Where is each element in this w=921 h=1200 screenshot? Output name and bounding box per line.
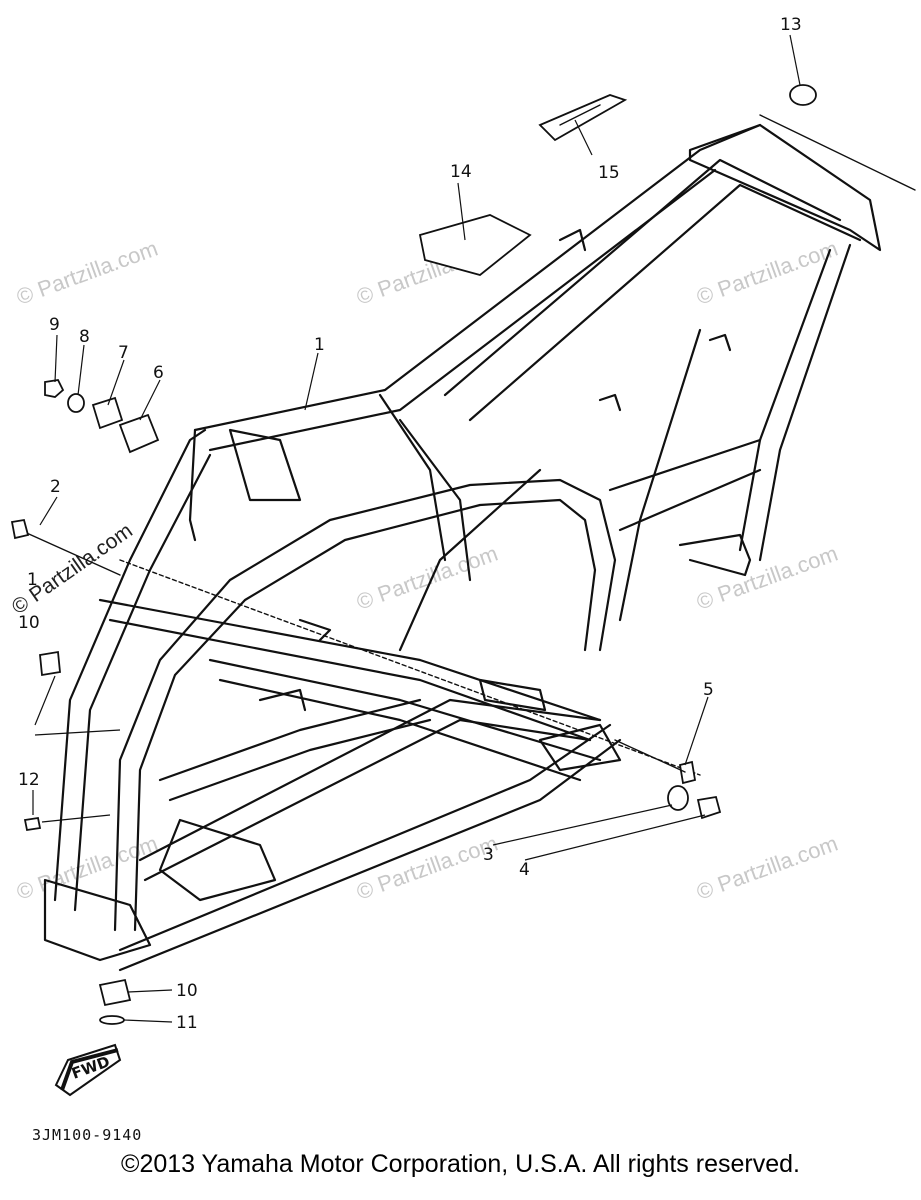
part-14-plate	[418, 214, 532, 276]
callout-7: 7	[118, 343, 129, 363]
callout-9: 9	[49, 315, 60, 335]
callout-5: 5	[703, 680, 714, 700]
callout-4: 4	[519, 860, 530, 880]
callout-labels: 1 2 3 4 5 6 7 8 9 10 11 12 13 14 15 1 10	[18, 15, 802, 1033]
part-2-bolt-head	[10, 518, 30, 540]
part-13-bushing	[789, 84, 817, 106]
callout-2: 2	[50, 477, 61, 497]
callout-14: 14	[450, 162, 472, 182]
fwd-arrow-marker: FWD	[54, 1043, 122, 1097]
callout-10: 10	[176, 981, 198, 1001]
frame-drawing	[19, 114, 916, 972]
part-9-nut	[44, 379, 65, 398]
callout-1-left: 1	[27, 570, 38, 590]
fwd-arrow-icon	[54, 1043, 122, 1097]
watermark: © Partzilla.com	[353, 541, 501, 615]
part-5-bolt	[678, 760, 697, 785]
callout-6: 6	[153, 363, 164, 383]
part-11-washer	[99, 1015, 125, 1025]
watermark: © Partzilla.com	[693, 541, 841, 615]
watermark: © Partzilla.com	[693, 236, 841, 310]
callout-1: 1	[314, 335, 325, 355]
copyright-notice: ©2013 Yamaha Motor Corporation, U.S.A. A…	[121, 1150, 800, 1178]
parts	[10, 84, 817, 1025]
part-6-bushing	[118, 413, 160, 454]
watermark: © Partzilla.com	[13, 236, 161, 310]
part-12-fastener	[23, 816, 42, 832]
part-4-nut	[696, 795, 722, 820]
callout-15: 15	[598, 163, 620, 183]
part-10-bushing-bottom	[98, 978, 132, 1007]
leader-lines	[32, 34, 801, 1023]
callout-10-left: 10	[18, 613, 40, 633]
part-3-washer	[667, 785, 689, 811]
part-7-collar	[91, 396, 124, 430]
callout-11: 11	[176, 1013, 198, 1033]
watermark: © Partzilla.com	[693, 831, 841, 905]
callout-12: 12	[18, 770, 40, 790]
callout-13: 13	[780, 15, 802, 35]
callout-3: 3	[483, 845, 494, 865]
callout-8: 8	[79, 327, 90, 347]
part-15-plate	[538, 94, 628, 142]
part-10-bushing-left	[39, 650, 61, 677]
part-8-washer	[67, 393, 85, 413]
diagram-code: 3JM100-9140	[32, 1126, 142, 1144]
